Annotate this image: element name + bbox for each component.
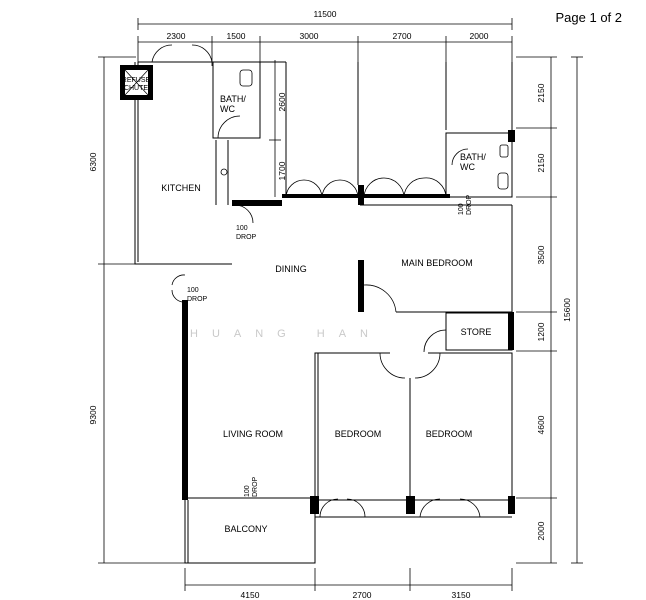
refuse-chute <box>120 65 153 100</box>
dim-top-1: 2300 <box>167 31 186 41</box>
bath2-label-1: BATH/ <box>460 152 486 162</box>
dim-right-6: 2000 <box>536 521 546 540</box>
bath2-drop-word: DROP <box>466 194 473 215</box>
main-bedroom-label: MAIN BEDROOM <box>401 258 473 268</box>
dim-right-3: 3500 <box>536 245 546 264</box>
bath2-label-2: WC <box>460 162 475 172</box>
bath1-label-1: BATH/ <box>220 94 246 104</box>
bath2-drop-num: 100 <box>458 203 465 215</box>
dim-top-3: 3000 <box>300 31 319 41</box>
entry-drop-word: DROP <box>187 296 208 303</box>
dim-bottom-2: 2700 <box>353 590 372 600</box>
dim-overall-width: 11500 <box>313 9 336 19</box>
entry-drop-num: 100 <box>187 287 199 294</box>
dim-bottom-1: 4150 <box>241 590 260 600</box>
bedroom-2-label: BEDROOM <box>426 429 473 439</box>
dim-right-4: 1200 <box>536 322 546 341</box>
dim-right-5: 4600 <box>536 415 546 434</box>
bath1-label-2: WC <box>220 104 235 114</box>
refuse-chute-label-1: REFUSE <box>122 77 151 84</box>
balcony-label: BALCONY <box>224 524 267 534</box>
refuse-chute-label-2: CHUTE <box>124 85 148 92</box>
dim-right-1: 2150 <box>536 83 546 102</box>
dim-left-2: 9300 <box>88 405 98 424</box>
kitchen-drop-word: DROP <box>236 234 257 241</box>
dim-top-2: 1500 <box>227 31 246 41</box>
watermark: HUANG HAN <box>190 328 382 340</box>
living-drop-word: DROP <box>252 476 259 497</box>
thick-walls <box>182 130 515 514</box>
dim-kitchen-corridor: 1700 <box>277 161 287 180</box>
kitchen-label: KITCHEN <box>161 183 201 193</box>
page-label: Page 1 of 2 <box>555 10 623 25</box>
store-label: STORE <box>461 327 492 337</box>
living-drop-num: 100 <box>244 485 251 497</box>
kitchen-drop-num: 100 <box>236 225 248 232</box>
bedroom-1-label: BEDROOM <box>335 429 382 439</box>
dimension-lines <box>98 18 583 591</box>
living-room-label: LIVING ROOM <box>223 429 283 439</box>
dim-bath1-height: 2600 <box>277 92 287 111</box>
dim-right-2: 2150 <box>536 153 546 172</box>
dim-bottom-3: 3150 <box>452 590 471 600</box>
bath-fixtures <box>220 69 509 190</box>
dining-label: DINING <box>275 264 307 274</box>
dim-top-5: 2000 <box>470 31 489 41</box>
doors <box>151 44 481 518</box>
dim-overall-height: 15600 <box>562 298 572 322</box>
thin-walls <box>134 61 513 564</box>
dim-top-4: 2700 <box>393 31 412 41</box>
dim-left-1: 6300 <box>88 152 98 171</box>
